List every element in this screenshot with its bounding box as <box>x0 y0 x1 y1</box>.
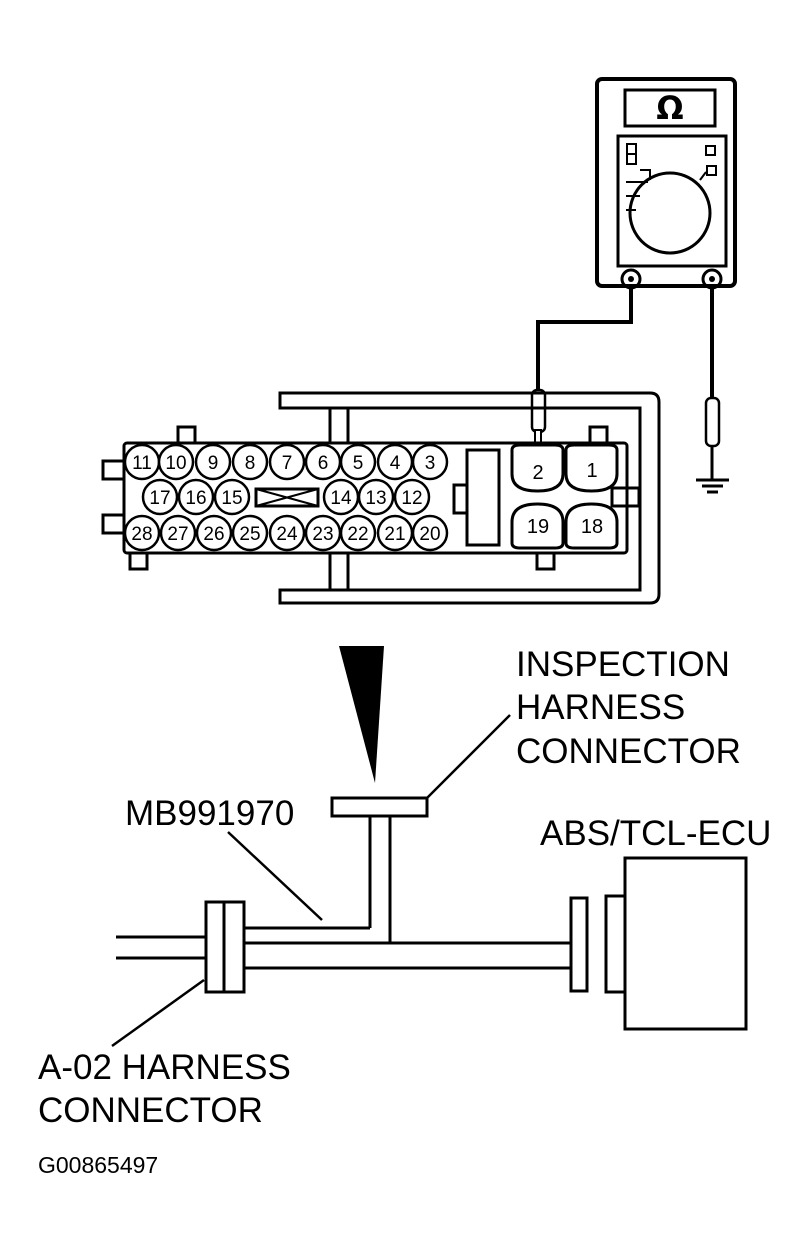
connector-pin-9 <box>194 443 232 481</box>
pin-label: 6 <box>318 453 329 474</box>
key-tab <box>535 551 556 571</box>
ground-icon <box>696 478 729 494</box>
pin-label: 23 <box>312 524 333 545</box>
pin-label: 14 <box>330 488 352 509</box>
pin-label: 5 <box>353 453 364 474</box>
probe-handle <box>530 388 547 434</box>
pin-label: 7 <box>282 453 293 474</box>
meter-body <box>595 77 737 288</box>
pin-label: 9 <box>208 453 219 474</box>
a02-harness-connector-mate <box>222 900 246 994</box>
pin-label: 4 <box>390 453 401 474</box>
connector-pin-24 <box>268 514 306 552</box>
ecu-side-connector <box>569 896 589 993</box>
connector-pin-15 <box>213 478 251 516</box>
harness-assembly <box>111 714 748 1048</box>
pin-label: 1 <box>586 460 597 482</box>
connector-pin-12 <box>393 478 431 516</box>
key-tab <box>128 551 149 571</box>
meter-display <box>623 88 717 128</box>
pin-label: 18 <box>581 516 603 538</box>
connector-pin-22 <box>339 514 377 552</box>
label-ecu: ABS/TCL-ECU <box>540 814 771 853</box>
connector-pin-28 <box>123 514 161 552</box>
ohm-symbol: Ω <box>656 89 683 127</box>
connector-pin-2 <box>510 443 565 493</box>
connector-pin-13 <box>357 478 395 516</box>
pin-label: 3 <box>425 453 436 474</box>
ecu-connector-socket <box>604 894 627 994</box>
pin-label: 19 <box>527 516 549 538</box>
connector-housing <box>101 391 661 605</box>
pin-label: 27 <box>167 524 188 545</box>
connector-pin-27 <box>159 514 197 552</box>
connector-pin-26 <box>195 514 233 552</box>
pin-label: 21 <box>384 524 405 545</box>
connector-pin-7 <box>268 443 306 481</box>
connector-pin-8 <box>231 443 269 481</box>
pin-label: 20 <box>419 524 440 545</box>
label-a02-line1: A-02 HARNESS <box>38 1048 291 1087</box>
lead-wire-red <box>536 288 633 395</box>
connector-pin-5 <box>339 443 377 481</box>
inspection-harness-connector <box>330 796 429 818</box>
selector-dial-icon <box>628 171 712 255</box>
connector-pin-10 <box>157 443 195 481</box>
small-pin-group: 11 10 9 8 7 6 5 4 3 17 16 15 14 13 12 28 27 26 25 24 23 22 21 2… <box>123 443 449 552</box>
key-tab <box>610 486 641 508</box>
connector-pin-18 <box>564 502 619 550</box>
pin-label: 26 <box>203 524 224 545</box>
ohmmeter: Ω <box>595 77 737 290</box>
connector-pin-19 <box>510 502 565 550</box>
pin-label: 22 <box>347 524 368 545</box>
label-inspection-line3: CONNECTOR <box>516 732 741 771</box>
key-tab <box>101 513 126 535</box>
connector-body <box>122 441 629 555</box>
pin-label: 8 <box>245 453 256 474</box>
connector-frame <box>278 391 661 605</box>
key-tab <box>588 425 609 445</box>
label-inspection-line2: HARNESS <box>516 688 685 727</box>
pin-label: 12 <box>401 488 422 509</box>
view-direction-arrow <box>339 646 384 783</box>
pin-label: 25 <box>239 524 260 545</box>
connector-pin-25 <box>231 514 269 552</box>
label-a02-line2: CONNECTOR <box>38 1091 263 1130</box>
probe-handle <box>704 396 721 448</box>
pin-label: 16 <box>185 488 206 509</box>
abs-tcl-ecu-box <box>623 856 748 1031</box>
range-mark-icon <box>705 145 716 156</box>
connector-pin-20 <box>411 514 449 552</box>
figure-code: G00865497 <box>38 1152 158 1178</box>
key-tab <box>176 425 197 445</box>
pin-label: 28 <box>131 524 152 545</box>
pin-label: 10 <box>165 453 186 474</box>
keyway <box>465 448 501 547</box>
a02-harness-connector <box>204 900 226 994</box>
pin-label: 13 <box>365 488 386 509</box>
blank-pin-x-icon <box>255 488 319 507</box>
key-tab <box>101 459 126 481</box>
connector-pin-16 <box>177 478 215 516</box>
range-mark-icon <box>706 165 717 176</box>
callout-labels: INSPECTION HARNESS CONNECTOR MB991970 AB… <box>38 645 771 1178</box>
pin-label: 15 <box>221 488 242 509</box>
label-inspection-line1: INSPECTION <box>516 645 730 684</box>
pin-label: 11 <box>132 453 152 474</box>
connector-pin-1 <box>564 443 619 493</box>
label-tool-number: MB991970 <box>125 794 294 833</box>
pin-label: 2 <box>532 462 543 484</box>
connector-pin-3 <box>411 443 449 481</box>
pin-label: 17 <box>149 488 170 509</box>
meter-panel <box>616 134 728 268</box>
connector-pin-17 <box>141 478 179 516</box>
blank-pin-slot <box>254 487 320 508</box>
large-pin-group: 2 1 19 18 <box>510 443 619 550</box>
pin-label: 24 <box>276 524 298 545</box>
